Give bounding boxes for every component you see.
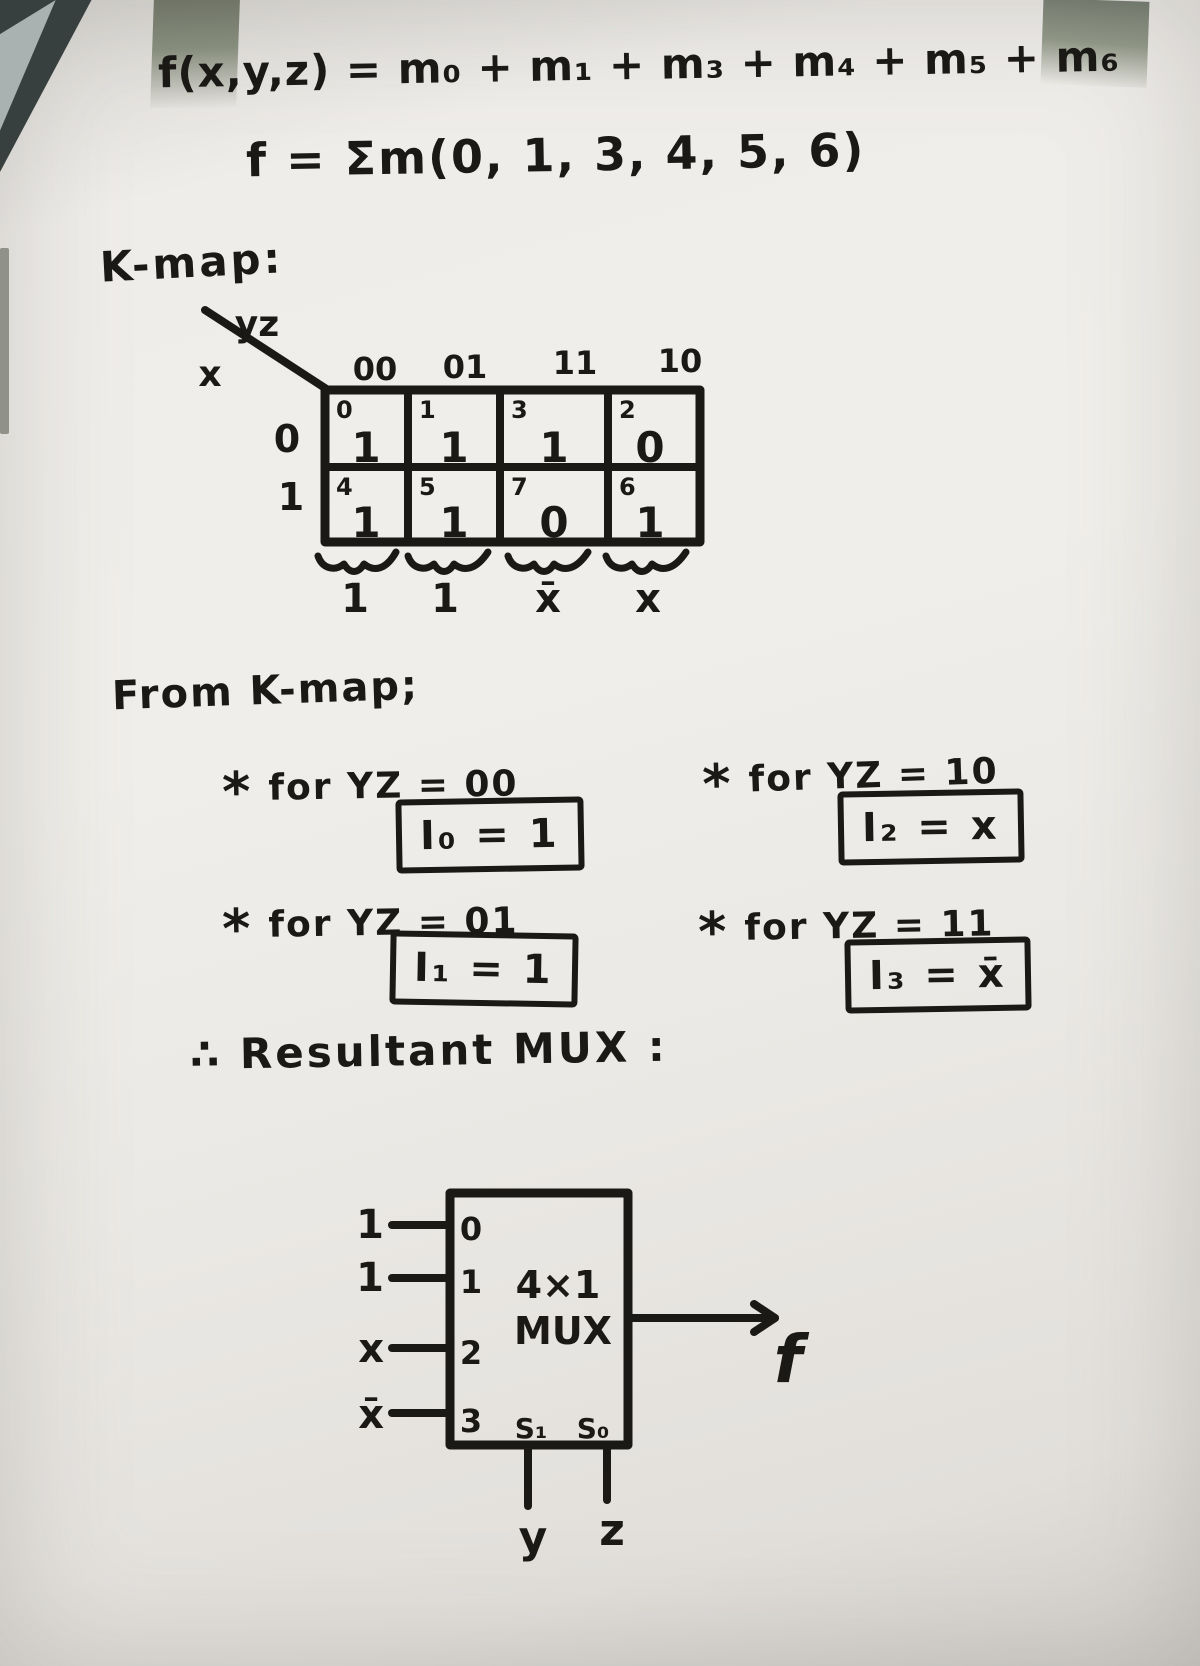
kmap-underbrace [404,548,492,575]
kmap-cell-minterm: 4 [336,473,353,501]
mux-select-label: S₁ [515,1412,547,1445]
derivation-result-box: I₀ = 1 [395,796,585,874]
kmap-col-result: x̄ [535,576,561,622]
kmap-col-label: 00 [353,350,398,388]
kmap-cell-minterm: 0 [336,396,353,424]
kmap-cell-value: 1 [351,498,380,547]
kmap-cell-value: 0 [635,423,664,472]
kmap-cell-value: 1 [351,423,380,472]
kmap-col-label: 01 [443,348,488,386]
kmap-cell-minterm: 7 [511,473,528,501]
kmap-underbrace [504,548,592,575]
kmap-diagram: yz x 00 01 11 10 0 1 0 1 3 2 4 5 7 6 1 1… [198,304,705,622]
paper-edge-strip [0,248,9,434]
kmap-axis-label-x: x [198,354,221,395]
kmap-diagonal-line [201,306,332,394]
kmap-cell-minterm: 5 [419,473,436,501]
equation-minterms: f(x,y,z) = m₀ + m₁ + m₃ + m₄ + m₅ + m₆ [157,31,1121,98]
mux-input-port: 3 [460,1402,482,1440]
kmap-underbrace [314,548,400,575]
derivation-marker: * [221,897,253,961]
kmap-cell-minterm: 1 [419,396,436,424]
kmap-cell-value: 1 [439,423,468,472]
mux-output-arrow [750,1300,779,1336]
mux-input-port: 2 [460,1334,482,1372]
kmap-col-result: 1 [341,576,369,622]
kmap-cell-minterm: 3 [511,396,528,424]
derivation-result-box: I₃ = x̄ [844,936,1032,1014]
kmap-row-label: 0 [274,417,300,461]
kmap-col-label: 10 [658,342,703,380]
kmap-col-result: 1 [431,576,459,622]
kmap-cell-value: 1 [439,498,468,547]
mux-input-port: 0 [460,1210,482,1248]
mux-output-label: f [774,1321,810,1398]
kmap-cell-value: 0 [539,498,568,547]
derivation-marker: * [221,760,253,824]
mux-diagram: 1 1 x x̄ 0 1 2 3 4×1 MUX S₁ S₀ f y z [356,1188,810,1563]
kmap-underbrace [602,548,690,575]
mux-input-port: 1 [460,1263,482,1301]
kmap-cell-minterm: 6 [619,473,636,501]
mux-input-value: 1 [356,1255,384,1301]
kmap-col-label: 11 [553,344,598,382]
mux-input-value: x̄ [358,1392,384,1438]
kmap-row-label: 1 [278,475,304,519]
mux-select-signal: z [599,1505,625,1556]
derivation-result-box: I₂ = x [837,788,1025,866]
kmap-grid-outline [320,385,705,547]
kmap-col-result: x [635,576,661,622]
derivation-heading: From K-map; [111,662,420,720]
mux-select-signal: y [519,1512,548,1563]
kmap-heading: K-map: [98,233,285,292]
derivation-result-box: I₁ = 1 [389,930,579,1008]
mux-select-label: S₀ [577,1412,609,1445]
kmap-cell-minterm: 2 [619,396,636,424]
mux-heading: ∴ Resultant MUX : [189,1021,669,1080]
kmap-cell-value: 1 [539,423,568,472]
mux-type-label: MUX [514,1309,612,1353]
kmap-axis-label-yz: yz [235,304,279,345]
derivation-marker: * [697,900,729,964]
derivation-marker: * [701,752,734,817]
kmap-cell-value: 1 [635,498,664,547]
kmap-grid-lines [321,386,704,546]
mux-type-label: 4×1 [516,1263,601,1307]
mux-input-value: 1 [356,1202,384,1248]
mux-input-value: x [358,1326,384,1372]
equation-sigma: f = Σm(0, 1, 3, 4, 5, 6) [245,122,866,188]
